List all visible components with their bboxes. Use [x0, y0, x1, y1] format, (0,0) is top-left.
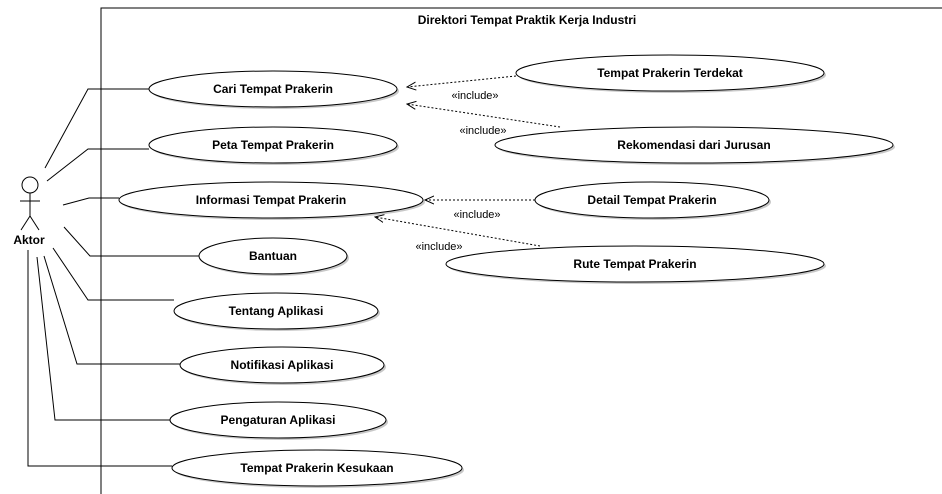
- use-case-tentang[interactable]: Tentang Aplikasi: [173, 292, 380, 331]
- actor-head: [21, 176, 39, 194]
- association-informasi: [62, 197, 119, 206]
- use-case-peta[interactable]: Peta Tempat Prakerin: [148, 126, 399, 165]
- include-arrow-terdekat-to-cari: [407, 75, 517, 87]
- system-boundary: [100, 7, 942, 494]
- association-notifikasi: [43, 255, 180, 365]
- use-case-label: Notifikasi Aplikasi: [231, 358, 334, 372]
- associations: [27, 88, 199, 467]
- use-case-label: Rute Tempat Prakerin: [573, 257, 696, 271]
- use-case-rute[interactable]: Rute Tempat Prakerin: [445, 245, 826, 284]
- use-case-ellipse: [534, 181, 770, 219]
- use-case-label: Bantuan: [249, 249, 297, 263]
- use-case-label: Tentang Aplikasi: [229, 304, 324, 318]
- use-case-ellipse: [445, 245, 825, 283]
- actor-leg-left: [20, 215, 31, 231]
- use-case-bantuan[interactable]: Bantuan: [198, 237, 349, 276]
- include-arrow-rekomendasi-to-cari: [407, 104, 561, 128]
- use-case-terdekat[interactable]: Tempat Prakerin Terdekat: [515, 54, 826, 93]
- association-pengaturan: [36, 256, 170, 421]
- use-case-label: Informasi Tempat Prakerin: [196, 193, 347, 207]
- use-case-ellipse: [173, 292, 379, 330]
- include-dependencies: «include» «include» «include» «include»: [375, 75, 561, 253]
- association-bantuan: [63, 226, 199, 257]
- association-tentang: [52, 247, 174, 301]
- actor-label: Aktor: [13, 233, 45, 247]
- association-peta: [46, 148, 149, 182]
- use-case-cari[interactable]: Cari Tempat Prakerin: [148, 70, 399, 109]
- use-case-ellipse: [494, 126, 894, 164]
- use-case-ellipse: [169, 401, 387, 439]
- use-case-label: Detail Tempat Prakerin: [587, 193, 716, 207]
- use-case-rekomendasi[interactable]: Rekomendasi dari Jurusan: [494, 126, 895, 165]
- use-case-label: Tempat Prakerin Terdekat: [597, 66, 743, 80]
- use-case-label: Rekomendasi dari Jurusan: [617, 138, 770, 152]
- use-case-notifikasi[interactable]: Notifikasi Aplikasi: [179, 346, 386, 385]
- use-case-ellipse: [198, 237, 348, 275]
- include-label-detail: «include»: [453, 209, 500, 221]
- use-case-ellipse: [148, 126, 398, 164]
- association-kesukaan: [27, 250, 172, 467]
- use-case-kesukaan[interactable]: Tempat Prakerin Kesukaan: [171, 449, 464, 488]
- actor-aktor[interactable]: Aktor: [13, 176, 45, 247]
- include-label-rute: «include»: [415, 241, 462, 253]
- actor-leg-right: [29, 215, 40, 231]
- use-case-ellipse: [515, 54, 825, 92]
- use-case-pengaturan[interactable]: Pengaturan Aplikasi: [169, 401, 388, 440]
- include-label-terdekat: «include»: [451, 90, 498, 102]
- use-case-ellipse: [171, 449, 463, 487]
- use-case-label: Pengaturan Aplikasi: [221, 413, 336, 427]
- use-case-informasi[interactable]: Informasi Tempat Prakerin: [118, 181, 425, 220]
- use-case-label: Peta Tempat Prakerin: [212, 138, 334, 152]
- use-case-detail[interactable]: Detail Tempat Prakerin: [534, 181, 771, 220]
- include-label-rekomendasi: «include»: [459, 125, 506, 137]
- system-title: Direktori Tempat Praktik Kerja Industri: [418, 13, 637, 27]
- association-cari: [44, 88, 149, 169]
- use-case-ellipse: [179, 346, 385, 384]
- use-case-ellipse: [118, 181, 424, 219]
- use-case-label: Tempat Prakerin Kesukaan: [240, 461, 393, 475]
- use-case-ellipse: [148, 70, 398, 108]
- use-case-label: Cari Tempat Prakerin: [213, 82, 333, 96]
